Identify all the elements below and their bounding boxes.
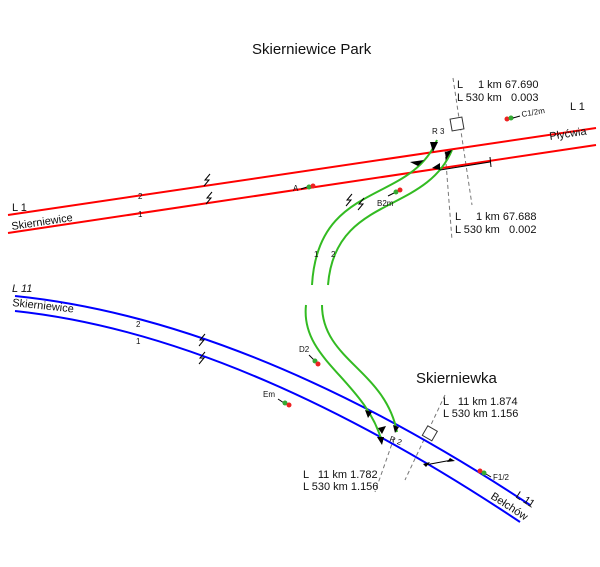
switch-r3-label: R 3 [432,127,445,136]
line11-track-2 [14,295,531,506]
line1-track-1-label: 1 [138,210,143,219]
crossover-line [424,459,453,466]
boundary-box-icon [449,116,465,132]
switch-frogs [365,142,455,467]
km-r-line1: L 11 km 1.874 [443,396,518,408]
station-title-skierniewka: Skierniewka [416,370,498,387]
signal-c12m: C1/2m [504,106,546,122]
km-top-line2: L 530 km 0.003 [457,92,539,104]
km-l-line2: L 530 km 1.156 [303,481,378,493]
connector-track-2-label: 2 [331,250,336,259]
signal-a: A [293,183,316,193]
line11-track-1-label: 1 [136,337,141,346]
km-markers [374,77,473,493]
signal-c12m-label: C1/2m [521,106,546,119]
signal-f12-label: F1/2 [493,473,510,482]
connector-tracks [304,139,453,443]
signal-f12: F1/2 [477,468,510,482]
signal-em: Em [263,390,292,408]
line11-label-left: L 11 [12,283,32,295]
buffer-stop-icon [489,156,492,168]
km-mid-line1: L 1 km 67.688 [455,211,537,223]
signal-b2m-label: B2m [377,199,394,208]
km-mid-line2: L 530 km 0.002 [455,224,537,236]
signal-em-label: Em [263,390,275,399]
boundary-box-icon [421,425,439,442]
line1-label-left: L 1 [12,202,27,214]
line1-dest-left: Skierniewice [11,212,74,233]
signal-a-label: A [293,184,299,193]
signal-d2: D2 [299,345,321,367]
joint-icons [198,173,365,365]
station-title-park: Skierniewice Park [252,41,372,58]
switch-r2-label: R 2 [388,434,403,447]
line1-dest-right: Płyćwia [549,125,589,143]
km-top-line1: L 1 km 67.690 [457,79,539,91]
km-l-line1: L 11 km 1.782 [303,469,378,481]
line11-track-2-label: 2 [136,320,141,329]
connector-track-1-label: 1 [314,250,319,259]
line1-track-2 [7,127,597,216]
line1-label-right: L 1 [570,101,585,113]
dead-end-stub [439,161,491,171]
signal-d2-label: D2 [299,345,310,354]
signal-b2m: B2m [377,187,403,208]
km-r-line2: L 530 km 1.156 [443,408,518,420]
line1-track-2-label: 2 [138,192,143,201]
line11-track-1 [14,310,521,523]
